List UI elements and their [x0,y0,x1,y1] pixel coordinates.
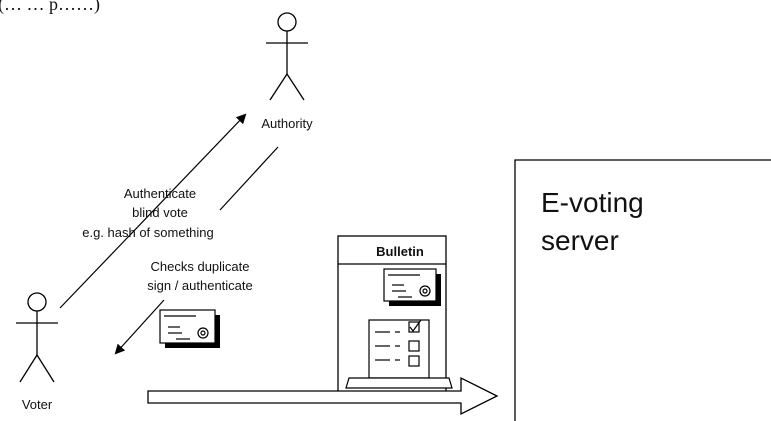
server-title-line2: server [541,225,619,256]
bulletin-title: Bulletin [376,244,424,259]
voter-label: Voter [22,397,53,412]
response-arrow-upper [219,146,279,211]
bulletin-certificate-icon [383,268,441,306]
top-text-fragment: (… … p……) [0,0,100,15]
authority-label: Authority [261,116,313,131]
checks-duplicate-label: Checks duplicate [151,259,250,274]
hash-label: e.g. hash of something [82,225,214,240]
ballot-box-icon [345,319,453,389]
authenticate-arrow [59,113,247,309]
authority-actor-icon [266,12,308,101]
server-title-line1: E-voting [541,187,644,218]
voter-actor-icon [16,292,58,383]
sign-authenticate-label: sign / authenticate [147,278,253,293]
response-arrow-head [114,299,165,355]
certificate-icon [159,309,220,348]
blind-vote-label: blind vote [132,205,188,220]
authenticate-label: Authenticate [124,186,196,201]
e-voting-server-box [514,159,771,421]
submit-arrow [147,376,499,416]
